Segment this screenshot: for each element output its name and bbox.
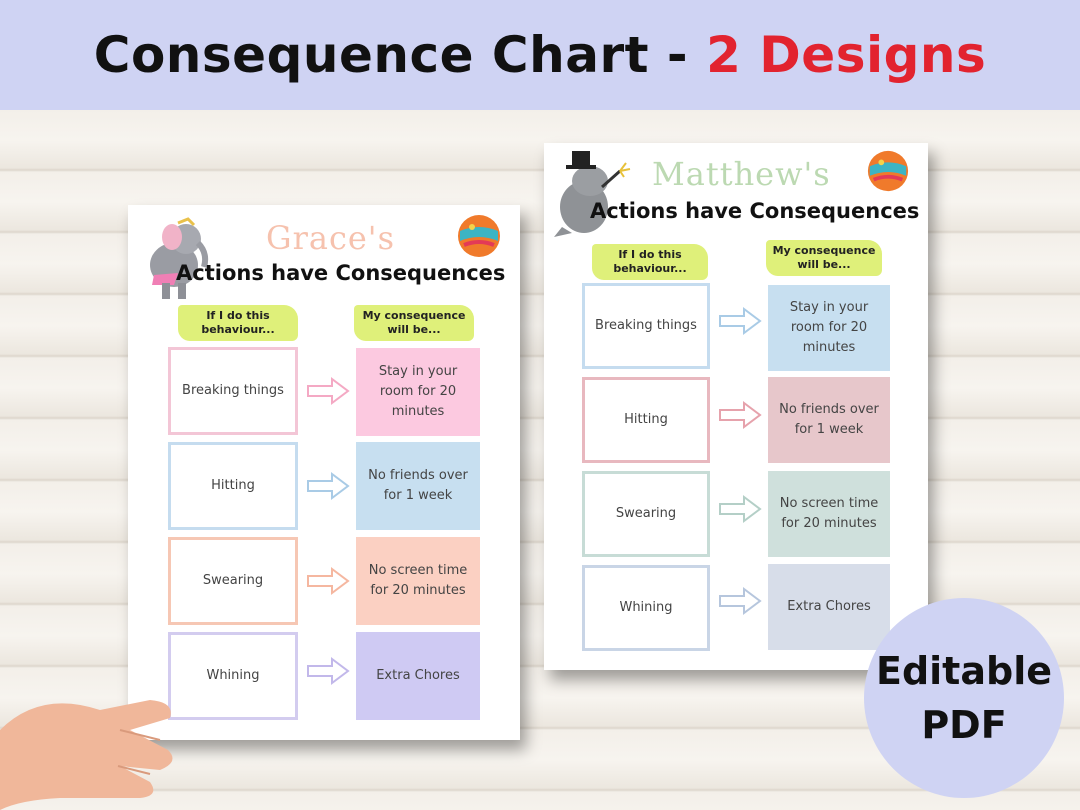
consequence-box: Extra Chores <box>768 564 890 650</box>
banner-title-accent: 2 Designs <box>706 26 987 84</box>
arrow-right-icon <box>719 307 762 335</box>
consequence-column-header: My consequence will be... <box>766 240 882 276</box>
consequence-box: Stay in your room for 20 minutes <box>768 285 890 371</box>
elephant-mascot-icon <box>150 217 209 299</box>
arrow-right-icon <box>719 495 762 523</box>
arrow-right-icon <box>719 587 762 615</box>
behaviour-box: Hitting <box>582 377 710 463</box>
circus-ball-icon <box>458 215 500 257</box>
consequence-box: No friends over for 1 week <box>768 377 890 463</box>
consequence-box: No screen time for 20 minutes <box>768 471 890 557</box>
arrow-right-icon <box>719 401 762 429</box>
behaviour-box: Swearing <box>582 471 710 557</box>
badge-line-2: PDF <box>921 703 1007 747</box>
child-name: Grace's <box>266 219 396 257</box>
hand-image <box>0 700 173 810</box>
behaviour-column-header: If I do this behaviour... <box>592 244 708 280</box>
sheet-title: Actions have Consequences <box>176 261 506 285</box>
consequence-box: No screen time for 20 minutes <box>356 537 480 625</box>
badge-line-1: Editable <box>876 649 1052 693</box>
seal-magician-mascot-icon <box>554 151 631 237</box>
header-banner: Consequence Chart - 2 Designs <box>0 0 1080 110</box>
banner-title-main: Consequence Chart - <box>93 26 707 84</box>
sheet-title: Actions have Consequences <box>590 199 920 223</box>
banner-title: Consequence Chart - 2 Designs <box>94 26 987 84</box>
child-name: Matthew's <box>652 155 831 193</box>
consequence-box: Extra Chores <box>356 632 480 720</box>
right-chart-sheet: Matthew's Actions have Consequences If I… <box>544 143 928 670</box>
behaviour-box: Whining <box>582 565 710 651</box>
consequence-box: No friends over for 1 week <box>356 442 480 530</box>
behaviour-box: Whining <box>168 632 298 720</box>
behaviour-box: Breaking things <box>582 283 710 369</box>
consequence-box: Stay in your room for 20 minutes <box>356 348 480 436</box>
behaviour-box: Swearing <box>168 537 298 625</box>
arrow-right-icon <box>307 657 350 685</box>
circus-ball-icon <box>867 150 909 192</box>
arrow-right-icon <box>307 377 350 405</box>
behaviour-box: Breaking things <box>168 347 298 435</box>
behaviour-column-header: If I do this behaviour... <box>178 305 298 341</box>
behaviour-box: Hitting <box>168 442 298 530</box>
editable-pdf-badge: Editable PDF <box>864 598 1064 798</box>
arrow-right-icon <box>307 472 350 500</box>
consequence-column-header: My consequence will be... <box>354 305 474 341</box>
arrow-right-icon <box>307 567 350 595</box>
left-chart-sheet: Grace's Actions have Consequences If I d… <box>128 205 520 740</box>
